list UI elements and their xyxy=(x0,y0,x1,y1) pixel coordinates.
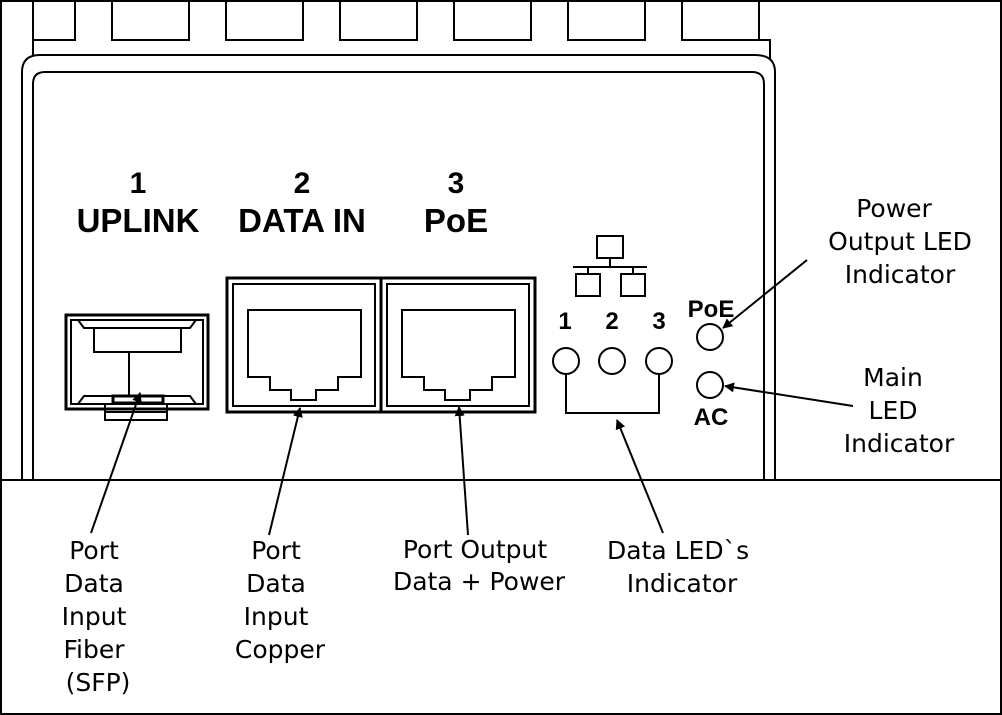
callout-power-led-line-1: Power xyxy=(856,194,932,223)
port-2-name: DATA IN xyxy=(238,202,366,239)
ac-led-label: AC xyxy=(694,404,729,431)
arrow-output xyxy=(454,406,469,536)
callout-fiber-line-3: Input xyxy=(62,602,127,631)
callout-main-led-line-2: LED xyxy=(869,396,918,425)
callout-main-led-line-3: Indicator xyxy=(844,429,955,458)
callout-copper-line-4: Copper xyxy=(235,635,326,664)
callout-main-led-line-1: Main xyxy=(863,363,923,392)
data-led-3 xyxy=(645,347,673,375)
arrow-data-leds xyxy=(615,419,664,534)
callout-copper-line-2: Data xyxy=(246,569,306,598)
poe-led-label: PoE xyxy=(688,296,735,323)
callout-fiber-line-1: Port xyxy=(69,536,119,565)
rj45-port-data-in xyxy=(225,276,383,414)
port-1-number: 1 xyxy=(130,167,147,200)
callout-copper-line-3: Input xyxy=(244,602,309,631)
callout-output-line-2: Data + Power xyxy=(393,567,566,596)
data-led-1-number: 1 xyxy=(558,308,571,335)
callout-fiber-line-5: (SFP) xyxy=(66,668,131,697)
data-led-2 xyxy=(598,347,626,375)
ac-led xyxy=(696,371,724,399)
arrow-power-led xyxy=(722,259,808,329)
device-body xyxy=(1,54,1001,481)
callout-arrows xyxy=(90,259,854,536)
callout-fiber: Port Data Input Fiber (SFP) xyxy=(62,536,135,697)
callout-main-led: Main LED Indicator xyxy=(844,363,955,458)
callout-data-leds-line-1: Data LED`s xyxy=(607,536,749,565)
arrow-fiber xyxy=(90,392,142,534)
data-led-2-number: 2 xyxy=(605,308,618,335)
callout-output: Port Output Data + Power xyxy=(393,535,566,596)
callout-output-line-1: Port Output xyxy=(403,535,548,564)
callout-fiber-line-2: Data xyxy=(64,569,124,598)
callout-fiber-line-4: Fiber xyxy=(64,635,126,664)
callout-copper-line-1: Port xyxy=(251,536,301,565)
callout-power-led-line-3: Indicator xyxy=(845,260,956,289)
arrow-copper xyxy=(268,407,303,536)
data-led-bracket xyxy=(565,374,660,414)
callout-data-leds: Data LED`s Indicator xyxy=(607,536,757,598)
poe-led xyxy=(696,323,724,351)
port-1-name: UPLINK xyxy=(77,202,200,239)
data-led-3-number: 3 xyxy=(652,308,665,335)
port-3-name: PoE xyxy=(424,202,488,239)
data-led-1 xyxy=(552,347,580,375)
network-topology-icon xyxy=(573,235,647,297)
callout-data-leds-line-2: Indicator xyxy=(627,569,738,598)
rj45-port-poe xyxy=(379,276,537,414)
heat-sink-fins xyxy=(32,2,771,60)
arrow-main-led xyxy=(724,382,854,407)
port-3-number: 3 xyxy=(448,167,465,200)
callout-power-led-line-2: Output LED xyxy=(828,227,972,256)
port-2-number: 2 xyxy=(294,167,311,200)
callout-power-led: Power Output LED Indicator xyxy=(828,194,980,289)
callout-copper: Port Data Input Copper xyxy=(235,536,326,664)
